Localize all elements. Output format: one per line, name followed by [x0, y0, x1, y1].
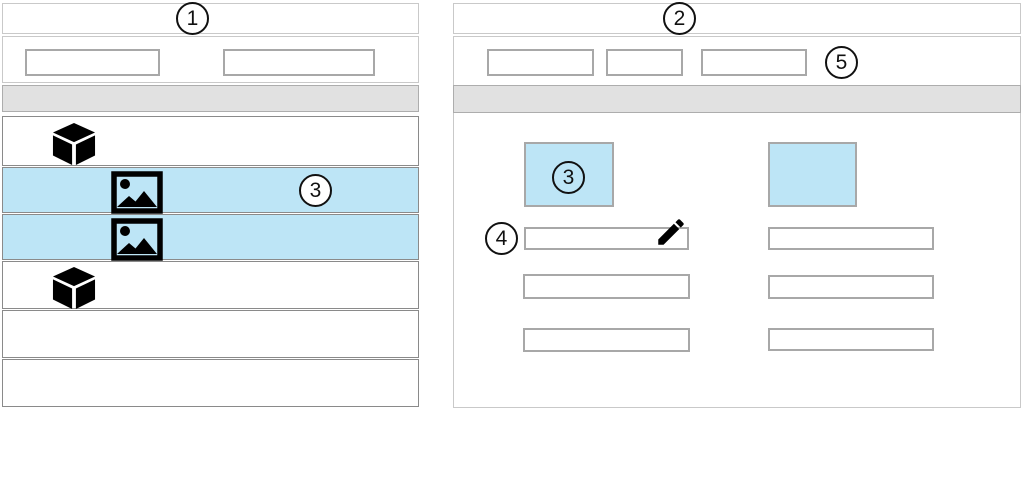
list-row-empty-1[interactable] [2, 310, 419, 358]
list-row-empty-2[interactable] [2, 359, 419, 407]
callout-1: 1 [176, 2, 209, 35]
callout-3-rows: 3 [299, 174, 332, 207]
image-icon [111, 171, 163, 214]
cube-3d-icon [51, 122, 97, 166]
list-row-image-selected-1[interactable]: 3 [2, 167, 419, 214]
callout-2: 2 [663, 2, 696, 35]
right-column-header-bar [453, 85, 1021, 113]
callout-5: 5 [825, 46, 858, 79]
cube-3d-icon [51, 266, 97, 310]
edit-pencil-icon[interactable] [654, 215, 688, 249]
editable-field-left-1[interactable] [524, 227, 689, 250]
image-icon [111, 218, 163, 261]
thumbnail-right[interactable] [768, 142, 857, 207]
field-left-3[interactable] [523, 328, 690, 352]
callout-4: 4 [485, 222, 518, 255]
detail-toolbar-input-3[interactable] [701, 49, 807, 76]
field-right-3[interactable] [768, 328, 934, 351]
field-left-2[interactable] [523, 274, 690, 299]
field-right-1[interactable] [768, 227, 934, 250]
left-panel-header [2, 3, 419, 34]
detail-toolbar-input-2[interactable] [606, 49, 683, 76]
detail-toolbar-input-1[interactable] [487, 49, 594, 76]
field-right-2[interactable] [768, 275, 934, 299]
left-column-header-bar [2, 85, 419, 112]
right-panel-header [453, 3, 1021, 34]
list-row-object-2[interactable] [2, 261, 419, 310]
toolbar-input-2[interactable] [223, 49, 375, 76]
list-row-object-1[interactable] [2, 116, 419, 166]
toolbar-input-1[interactable] [25, 49, 160, 76]
list-row-image-selected-2[interactable] [2, 214, 419, 261]
callout-3-thumbnail: 3 [552, 161, 585, 194]
